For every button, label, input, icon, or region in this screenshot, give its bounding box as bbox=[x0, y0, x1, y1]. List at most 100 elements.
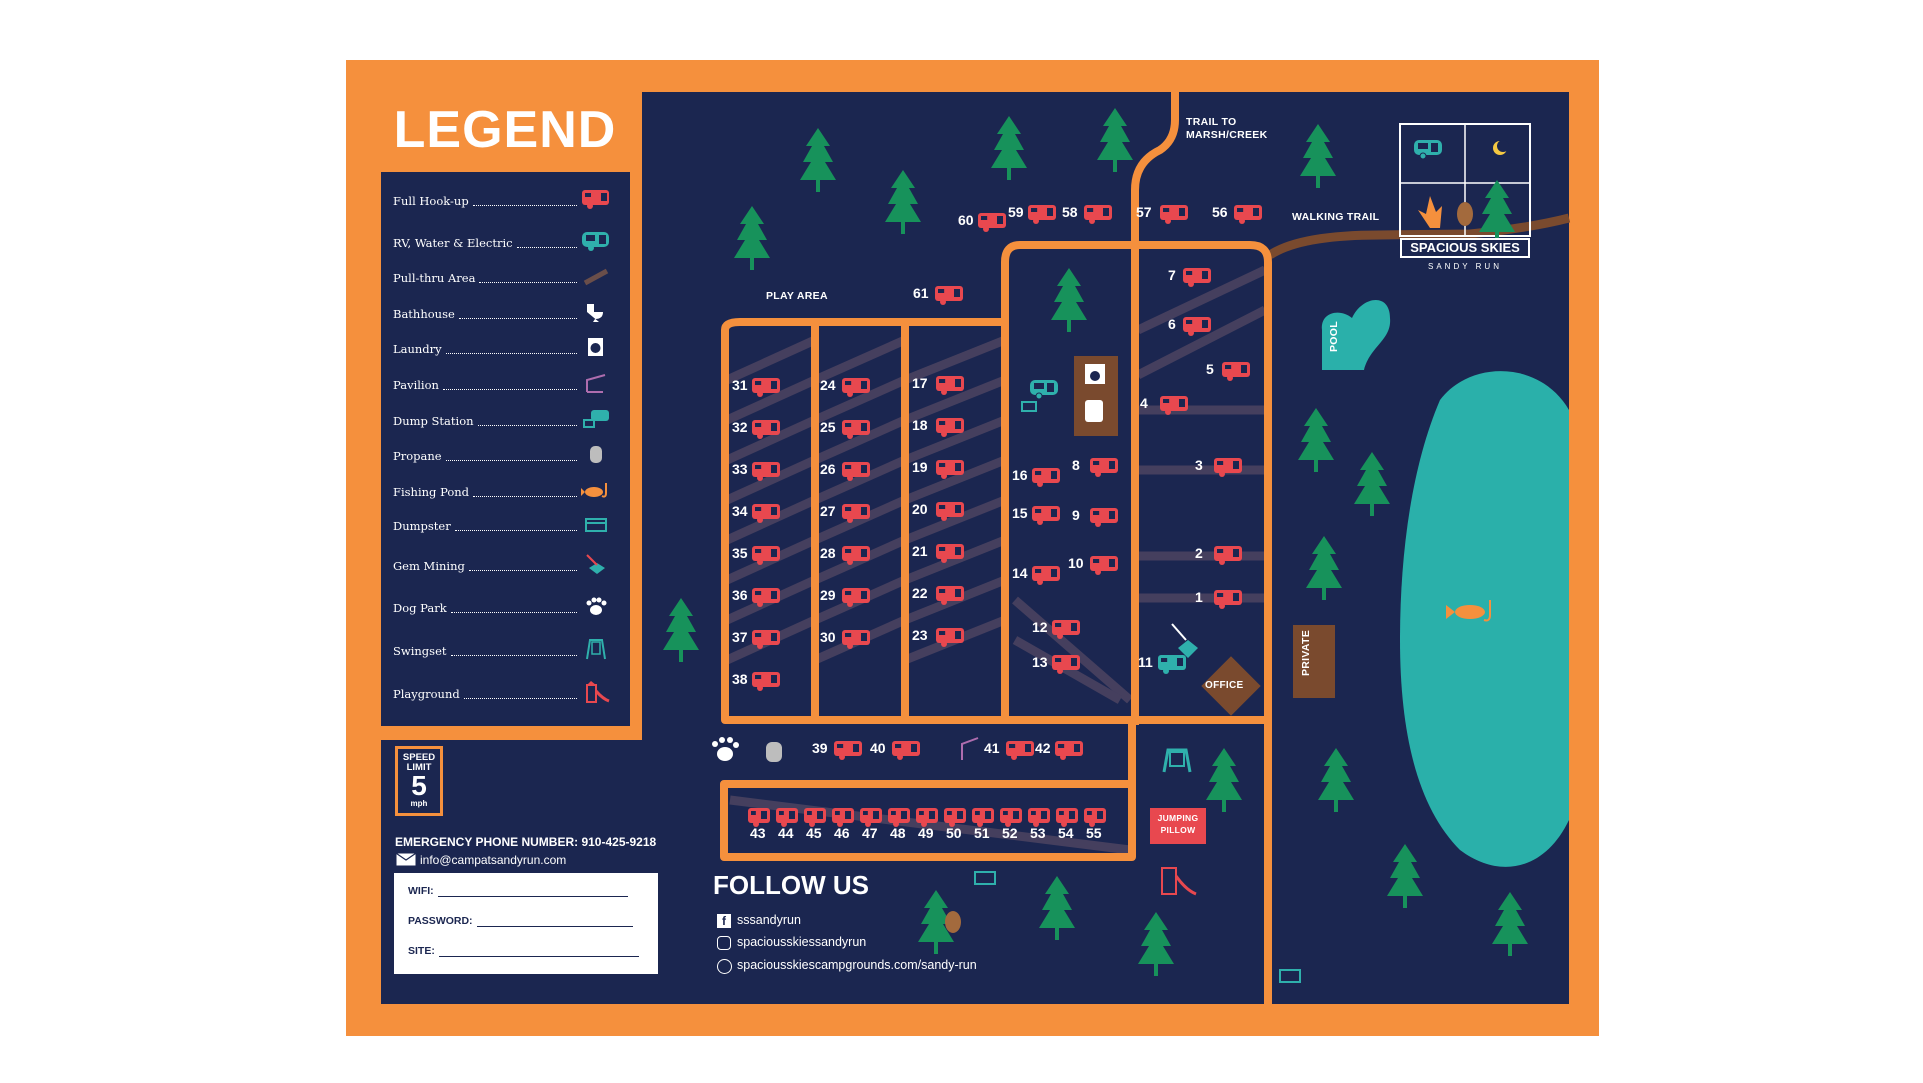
site-number[interactable]: 35 bbox=[732, 545, 748, 561]
site-number[interactable]: 40 bbox=[870, 740, 886, 756]
site-number[interactable]: 49 bbox=[918, 825, 934, 841]
rv-red-icon bbox=[842, 546, 870, 565]
legend-leader-dots bbox=[442, 381, 577, 390]
swingset-icon bbox=[581, 638, 615, 664]
site-number[interactable]: 3 bbox=[1195, 457, 1203, 473]
rv-red-icon bbox=[1183, 268, 1211, 287]
site-number[interactable]: 57 bbox=[1136, 204, 1152, 220]
rv-red-icon bbox=[1090, 508, 1118, 527]
site-number[interactable]: 59 bbox=[1008, 204, 1024, 220]
rv-red-icon bbox=[944, 808, 966, 827]
site-number[interactable]: 23 bbox=[912, 627, 928, 643]
playground-slide-icon bbox=[581, 681, 615, 707]
rv-red-icon bbox=[752, 546, 780, 565]
site-number[interactable]: 43 bbox=[750, 825, 766, 841]
site-number[interactable]: 39 bbox=[812, 740, 828, 756]
rv-red-icon bbox=[972, 808, 994, 827]
site-number[interactable]: 41 bbox=[984, 740, 1000, 756]
site-number[interactable]: 16 bbox=[1012, 467, 1028, 483]
trail-label-line1: TRAIL TO bbox=[1186, 116, 1237, 128]
site-number[interactable]: 53 bbox=[1030, 825, 1046, 841]
legend-label: Propane bbox=[393, 449, 442, 463]
site-number[interactable]: 20 bbox=[912, 501, 928, 517]
site-number[interactable]: 1 bbox=[1195, 589, 1203, 605]
legend-row: RV, Water & Electric bbox=[393, 230, 615, 256]
site-number[interactable]: 61 bbox=[913, 285, 929, 301]
site-number[interactable]: 8 bbox=[1072, 457, 1080, 473]
site-number[interactable]: 7 bbox=[1168, 267, 1176, 283]
legend-title: LEGEND bbox=[393, 101, 617, 159]
legend-label: Pavilion bbox=[393, 378, 439, 392]
rv-red-icon bbox=[581, 188, 615, 214]
site-number[interactable]: 2 bbox=[1195, 545, 1203, 561]
site-number[interactable]: 47 bbox=[862, 825, 878, 841]
rv-red-icon bbox=[888, 808, 910, 827]
rv-red-icon bbox=[1090, 458, 1118, 477]
rv-red-icon bbox=[1222, 362, 1250, 381]
site-number[interactable]: 29 bbox=[820, 587, 836, 603]
site-number[interactable]: 37 bbox=[732, 629, 748, 645]
site-number[interactable]: 42 bbox=[1035, 740, 1051, 756]
legend-label: Swingset bbox=[393, 644, 447, 658]
site-number[interactable]: 55 bbox=[1086, 825, 1102, 841]
site-number[interactable]: 56 bbox=[1212, 204, 1228, 220]
site-number[interactable]: 60 bbox=[958, 212, 974, 228]
site-number[interactable]: 51 bbox=[974, 825, 990, 841]
site-number[interactable]: 45 bbox=[806, 825, 822, 841]
site-number[interactable]: 4 bbox=[1140, 395, 1148, 411]
site-number[interactable]: 32 bbox=[732, 419, 748, 435]
rv-red-icon bbox=[1084, 808, 1106, 827]
password-row: PASSWORD: bbox=[408, 915, 633, 927]
site-number[interactable]: 11 bbox=[1138, 654, 1153, 670]
site-number[interactable]: 48 bbox=[890, 825, 906, 841]
site-number[interactable]: 33 bbox=[732, 461, 748, 477]
site-number[interactable]: 24 bbox=[820, 377, 836, 393]
rv-teal-icon bbox=[581, 230, 615, 256]
speed-limit-value: 5 bbox=[411, 770, 427, 801]
site-number[interactable]: 18 bbox=[912, 417, 928, 433]
site-number[interactable]: 28 bbox=[820, 545, 836, 561]
email-link[interactable]: info@campatsandyrun.com bbox=[420, 853, 567, 867]
rv-red-icon bbox=[752, 504, 780, 523]
rv-red-icon bbox=[842, 378, 870, 397]
site-number[interactable]: 31 bbox=[732, 377, 748, 393]
site-number[interactable]: 5 bbox=[1206, 361, 1214, 377]
website-link[interactable]: spaciousskiescampgrounds.com/sandy-run bbox=[737, 958, 977, 972]
site-number[interactable]: 6 bbox=[1168, 316, 1176, 332]
dumpster-icon bbox=[581, 513, 615, 539]
legend-label: Dog Park bbox=[393, 601, 447, 615]
site-number[interactable]: 36 bbox=[732, 587, 748, 603]
site-number[interactable]: 25 bbox=[820, 419, 836, 435]
site-number[interactable]: 17 bbox=[912, 375, 928, 391]
office-label: OFFICE bbox=[1205, 680, 1244, 691]
site-number[interactable]: 26 bbox=[820, 461, 836, 477]
site-number[interactable]: 12 bbox=[1032, 619, 1048, 635]
rv-red-icon bbox=[832, 808, 854, 827]
site-number[interactable]: 54 bbox=[1058, 825, 1074, 841]
site-number[interactable]: 9 bbox=[1072, 507, 1080, 523]
legend-leader-dots bbox=[450, 604, 577, 613]
site-number[interactable]: 44 bbox=[778, 825, 794, 841]
site-number[interactable]: 22 bbox=[912, 585, 928, 601]
site-number[interactable]: 10 bbox=[1068, 555, 1084, 571]
instagram-handle[interactable]: spaciousskiessandyrun bbox=[737, 935, 867, 949]
site-number[interactable]: 52 bbox=[1002, 825, 1018, 841]
pull-thru-stripe-icon bbox=[581, 265, 615, 291]
site-number[interactable]: 50 bbox=[946, 825, 962, 841]
site-number[interactable]: 34 bbox=[732, 503, 748, 519]
site-number[interactable]: 13 bbox=[1032, 654, 1048, 670]
site-number[interactable]: 15 bbox=[1012, 505, 1028, 521]
site-number[interactable]: 14 bbox=[1012, 565, 1028, 581]
gem-pickaxe-icon bbox=[581, 553, 615, 579]
speed-limit-sign: SPEED LIMIT 5 mph bbox=[395, 746, 443, 816]
site-number[interactable]: 19 bbox=[912, 459, 928, 475]
legend-row: Pull-thru Area bbox=[393, 265, 615, 291]
site-number[interactable]: 46 bbox=[834, 825, 850, 841]
site-number[interactable]: 21 bbox=[912, 543, 928, 559]
site-number[interactable]: 30 bbox=[820, 629, 836, 645]
facebook-handle[interactable]: sssandyrun bbox=[737, 913, 801, 927]
rv-red-icon bbox=[936, 376, 964, 395]
site-number[interactable]: 58 bbox=[1062, 204, 1078, 220]
site-number[interactable]: 38 bbox=[732, 671, 748, 687]
site-number[interactable]: 27 bbox=[820, 503, 836, 519]
